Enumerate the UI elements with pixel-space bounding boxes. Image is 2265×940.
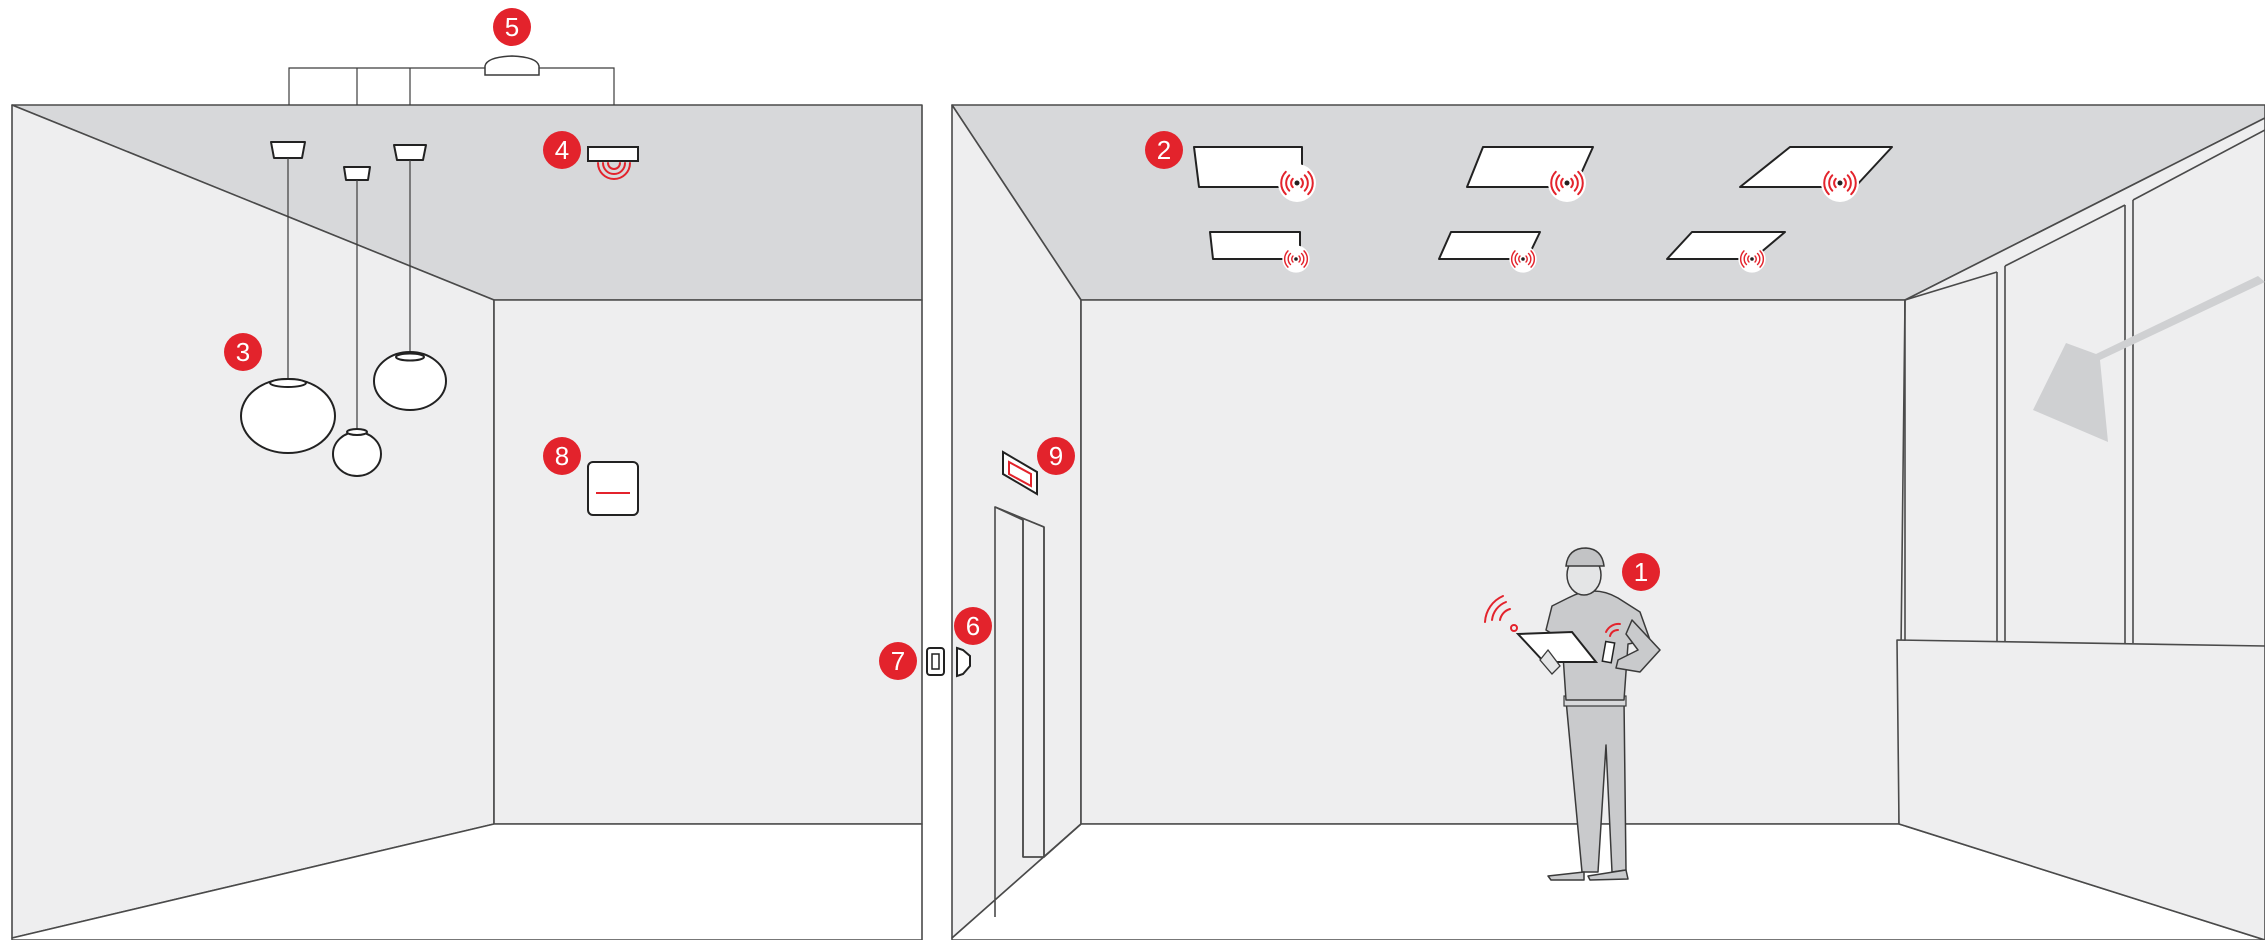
marker-label: 6 [966, 611, 980, 641]
sensor-signal-icon [1282, 245, 1310, 273]
marker-2[interactable]: 2 [1145, 131, 1183, 169]
sensor-signal-icon [1738, 245, 1766, 273]
marker-label: 9 [1049, 441, 1063, 471]
marker-7[interactable]: 7 [879, 642, 917, 680]
left-room [11, 104, 923, 940]
sensor-signal-icon [1605, 622, 1621, 637]
wall-switches [926, 646, 971, 678]
technician-with-tablet [1484, 547, 1661, 881]
marker-6[interactable]: 6 [954, 607, 992, 645]
sunlight-arrow-icon [2033, 276, 2265, 442]
ceiling-wiring [288, 55, 615, 105]
marker-label: 3 [236, 337, 250, 367]
sensor-signal-icon [1821, 164, 1859, 202]
marker-8[interactable]: 8 [543, 437, 581, 475]
marker-label: 4 [555, 135, 569, 165]
marker-3[interactable]: 3 [224, 333, 262, 371]
pendant-lamps [240, 141, 447, 477]
markers: 1 2 3 4 5 6 7 8 9 [224, 8, 1660, 680]
marker-label: 2 [1157, 135, 1171, 165]
left-room-back-wall [493, 299, 923, 825]
marker-9[interactable]: 9 [1037, 437, 1075, 475]
right-room [951, 104, 2265, 940]
sensor-signals [1278, 164, 1859, 273]
marker-5[interactable]: 5 [493, 8, 531, 46]
window-sill-wall [1896, 639, 2265, 940]
door [994, 506, 1082, 917]
window [1896, 129, 2265, 940]
marker-label: 5 [505, 12, 519, 42]
marker-label: 8 [555, 441, 569, 471]
marker-label: 1 [1634, 557, 1648, 587]
sensor-signal-icon [1509, 245, 1537, 273]
junction-box [484, 55, 540, 76]
ceiling-detector [587, 146, 639, 180]
wifi-signal-icon [1484, 595, 1518, 632]
sensor-signal-icon [1548, 164, 1586, 202]
sensor-signal-icon [1278, 164, 1316, 202]
exit-sign-icon [1002, 450, 1038, 496]
right-room-back-wall [1080, 299, 1906, 825]
marker-label: 7 [891, 646, 905, 676]
wall-control-panel [587, 461, 639, 516]
marker-1[interactable]: 1 [1622, 553, 1660, 591]
marker-4[interactable]: 4 [543, 131, 581, 169]
